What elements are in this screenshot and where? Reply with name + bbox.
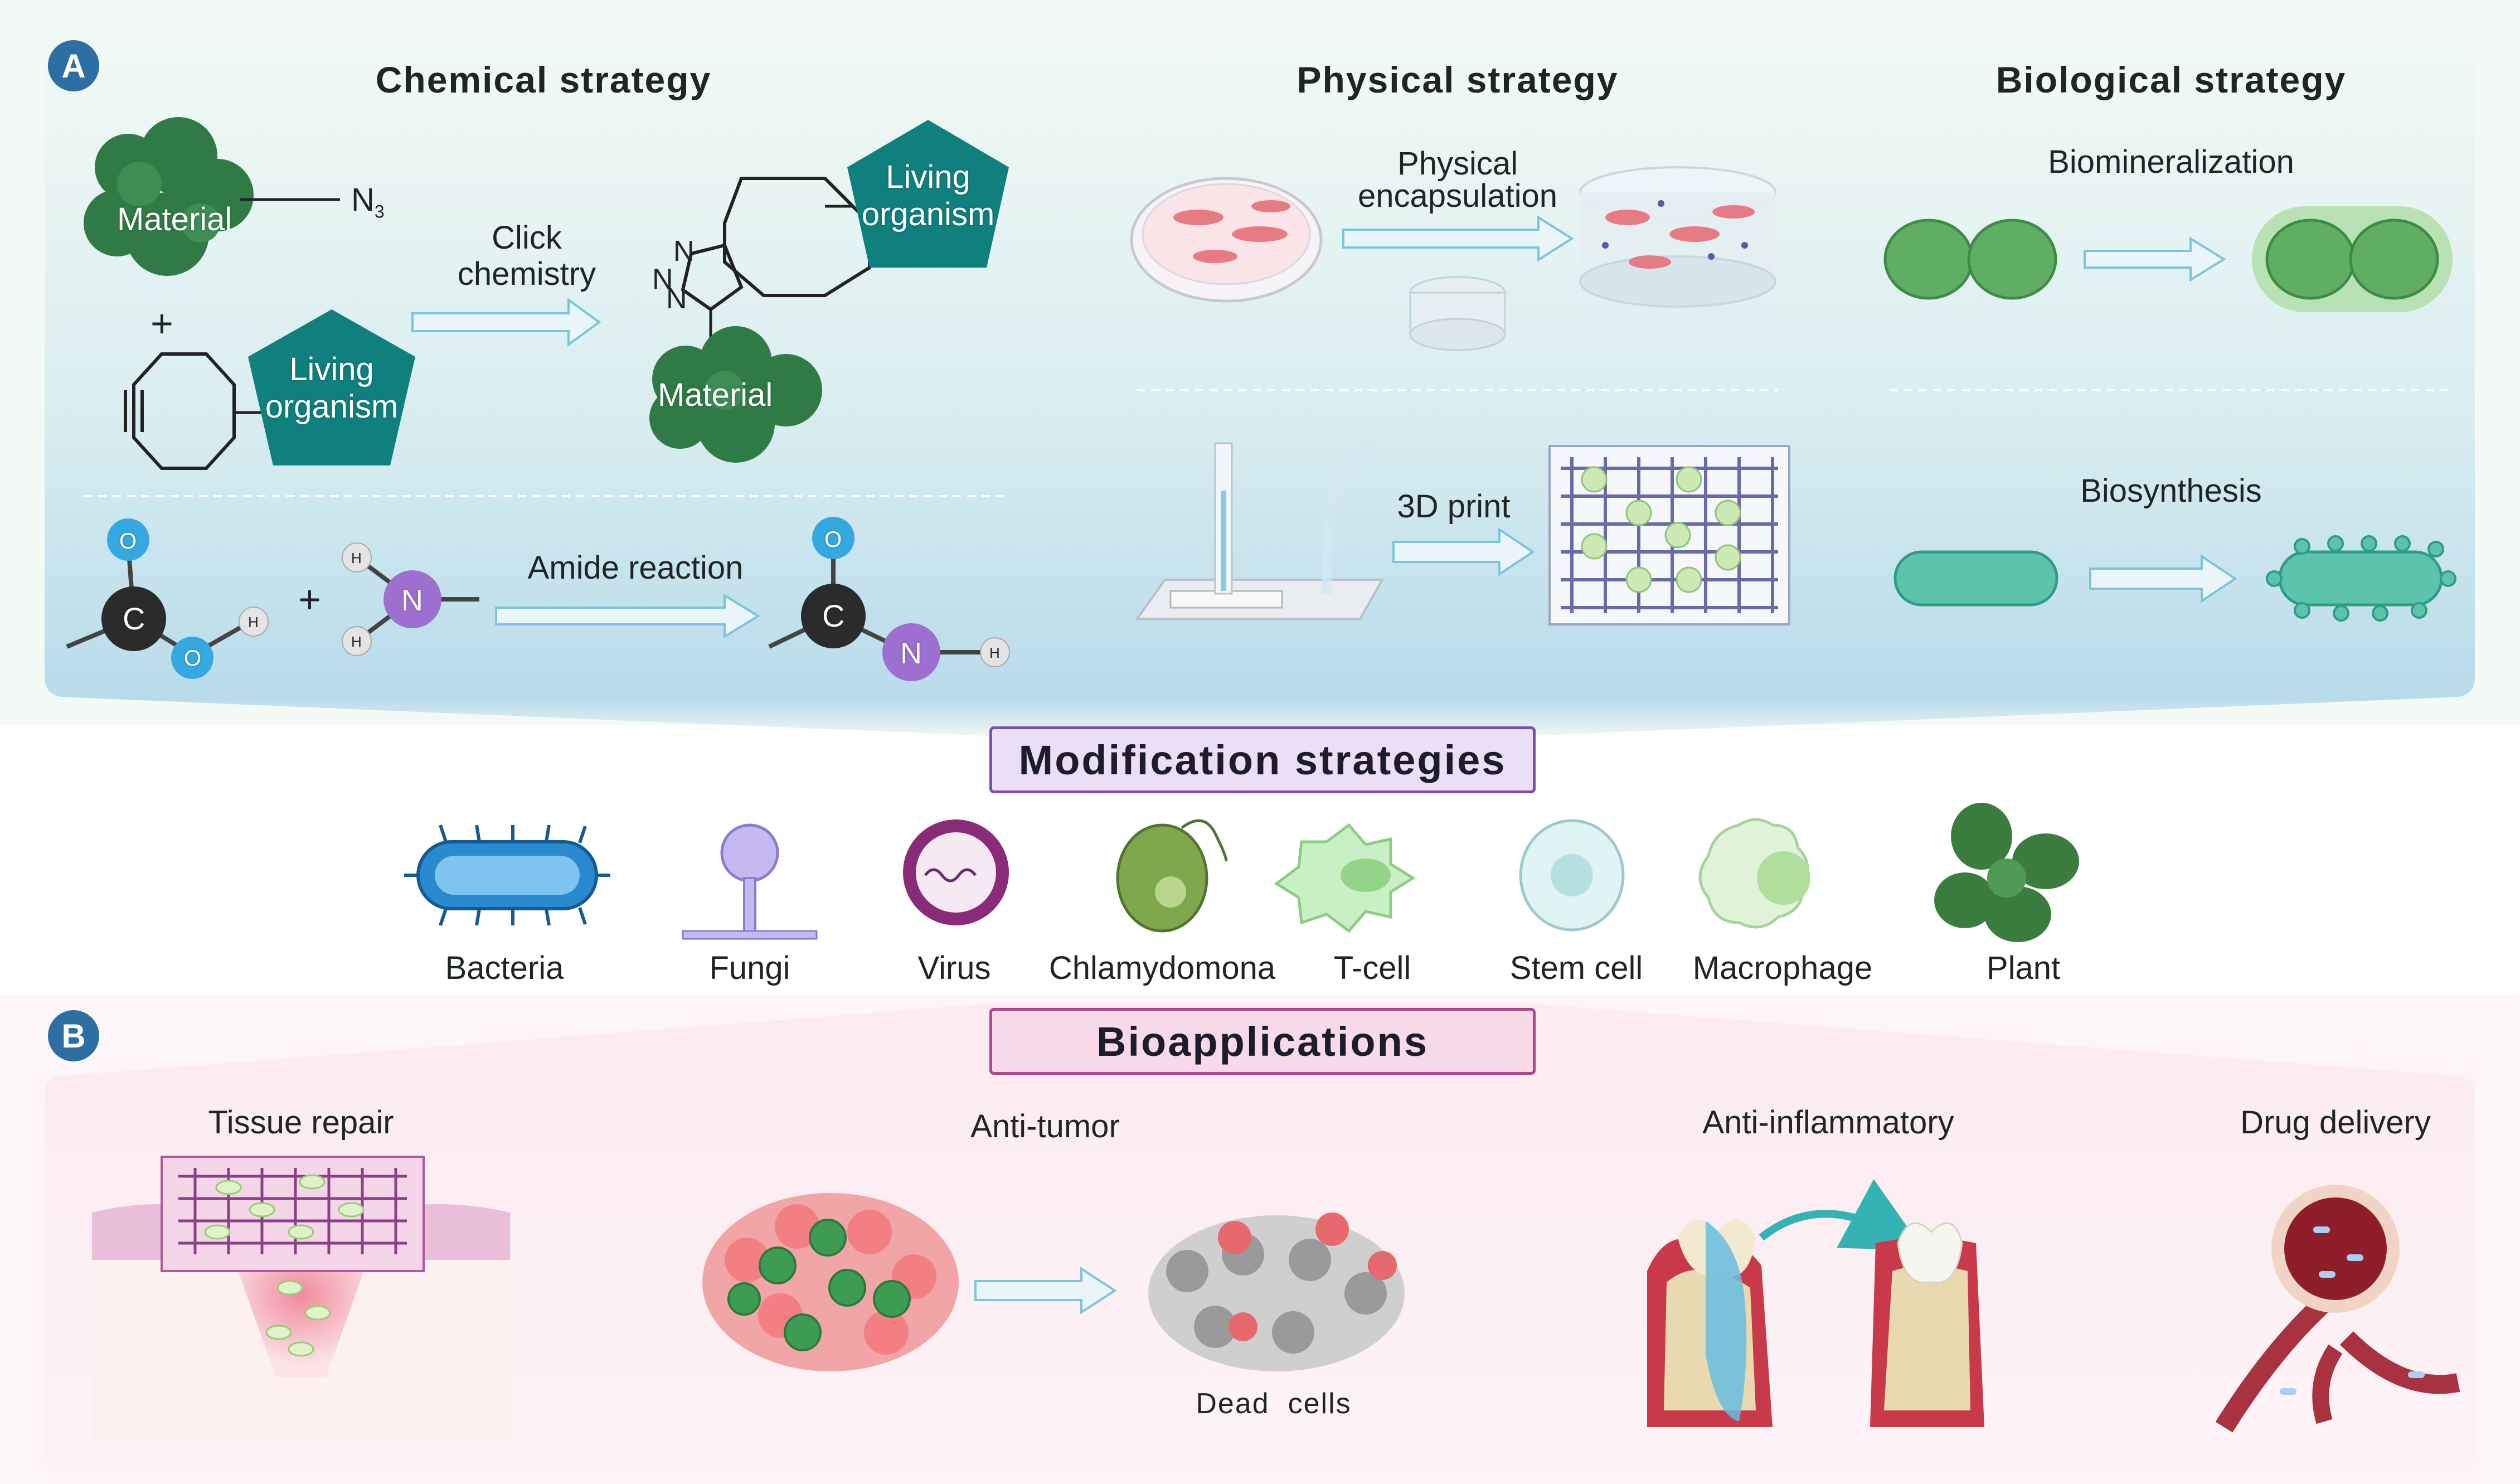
oxygen-atom-label: O xyxy=(119,529,137,554)
tumor-arrow-icon xyxy=(974,1267,1117,1315)
material-label: Material xyxy=(117,201,232,237)
chlamydomona-icon xyxy=(1116,819,1228,933)
living-organism-label: Living organism xyxy=(861,159,995,232)
panel-b-badge: B xyxy=(48,1010,99,1061)
print-arrow-icon xyxy=(1392,527,1535,576)
physical-encapsulation-label: Physical encapsulation xyxy=(1358,146,1557,214)
panel-a-badge: A xyxy=(48,40,99,91)
biosynthesis-label: Biosynthesis xyxy=(2080,473,2262,509)
hydrogen-atom-label: H xyxy=(351,550,362,566)
physical-strategy-heading: Physical strategy xyxy=(1297,59,1619,100)
encapsulated-cells-gel-icon xyxy=(1579,166,1776,308)
stem-cell-icon xyxy=(1519,819,1625,932)
healing-arrow-icon xyxy=(1759,1179,1924,1251)
plant-icon xyxy=(1934,803,2079,942)
tumor-cluster-icon xyxy=(702,1193,959,1371)
amide-reaction-label: Amide reaction xyxy=(527,550,744,586)
hydrogen-atom-icon xyxy=(342,626,372,656)
triazole-n-label: N xyxy=(652,263,673,295)
hydrogen-atom-icon xyxy=(239,607,269,637)
material-label: Material xyxy=(658,377,773,413)
oxygen-atom-icon xyxy=(812,517,854,559)
hydrogen-atom-icon xyxy=(342,542,372,573)
inflamed-tooth-icon xyxy=(1647,1219,1773,1427)
nitrogen-atom-label: N xyxy=(900,637,922,670)
living-organism-pentagon-icon xyxy=(248,309,415,465)
biological-strategy-heading: Biological strategy xyxy=(1995,59,2347,100)
hydrogen-atom-label: H xyxy=(351,633,362,650)
tissue-repair-illustration xyxy=(92,1156,510,1441)
triazole-n-label: N xyxy=(666,283,687,315)
organism-label-fungi: Fungi xyxy=(709,950,790,986)
nitrogen-atom-icon xyxy=(383,570,441,628)
macrophage-icon xyxy=(1698,818,1810,929)
click-arrow-icon xyxy=(411,298,601,347)
modification-strategies-title: Modification strategies xyxy=(989,726,1536,793)
virus-icon xyxy=(903,819,1009,925)
bacteria-pair-icon xyxy=(1883,219,2057,300)
mineralized-bacteria-icon xyxy=(2252,206,2453,312)
carbon-atom-icon xyxy=(801,584,866,648)
anti-tumor-label: Anti-tumor xyxy=(970,1108,1120,1144)
3d-print-label: 3D print xyxy=(1397,488,1511,525)
nitrogen-atom-label: N xyxy=(401,584,423,617)
anti-inflammatory-label: Anti-inflammatory xyxy=(1702,1104,1954,1141)
organism-label-bacteria: Bacteria xyxy=(445,950,564,986)
tissue-repair-label: Tissue repair xyxy=(208,1104,394,1141)
hydrogen-atom-label: H xyxy=(248,614,259,631)
rod-bacterium-icon xyxy=(1893,550,2058,607)
carbon-atom-icon xyxy=(101,586,166,651)
biomineralization-label: Biomineralization xyxy=(2048,144,2294,180)
cyclooctyne-icon xyxy=(132,352,236,470)
3d-printer-icon xyxy=(1135,441,1385,620)
encapsulation-arrow-icon xyxy=(1342,215,1574,262)
t-cell-icon xyxy=(1274,823,1416,933)
fungi-icon xyxy=(682,823,818,940)
triazole-n-label: N xyxy=(673,235,695,268)
material-blob-icon xyxy=(649,326,822,463)
chemical-strategy-heading: Chemical strategy xyxy=(375,59,712,100)
drug-delivery-label: Drug delivery xyxy=(2240,1104,2431,1141)
organism-label-chlamydomona: Chlamydomona xyxy=(1048,950,1276,986)
petri-dish-icon xyxy=(1130,177,1323,303)
printed-scaffold-icon xyxy=(1548,445,1790,625)
hydrogen-atom-label: H xyxy=(989,644,1000,661)
bacteria-icon xyxy=(404,825,610,926)
organism-label-t-cell: T-cell xyxy=(1333,950,1411,986)
triazole-product-icon xyxy=(681,177,871,340)
hydrogel-block-icon xyxy=(1409,276,1506,351)
engineered-bacterium-icon xyxy=(2266,535,2456,622)
oxygen-atom-label: O xyxy=(184,646,202,671)
biomineralization-arrow-icon xyxy=(2084,236,2226,282)
azide-label: N3 xyxy=(351,182,385,222)
nitrogen-atom-icon xyxy=(882,623,940,681)
hydrogen-atom-icon xyxy=(980,637,1010,667)
oxygen-atom-label: O xyxy=(824,527,842,552)
bioapplications-title: Bioapplications xyxy=(989,1008,1536,1075)
carbon-atom-label: C xyxy=(123,601,145,636)
dead-cells-label: Dead cells xyxy=(1196,1388,1352,1420)
biosynthesis-arrow-icon xyxy=(2089,554,2237,603)
panel-a-background xyxy=(45,22,2475,736)
organism-label-virus: Virus xyxy=(917,950,991,986)
material-blob-icon xyxy=(84,117,254,276)
organism-label-plant: Plant xyxy=(1986,950,2061,986)
drug-delivery-vessel-icon xyxy=(2215,1185,2460,1433)
healthy-tooth-icon xyxy=(1870,1222,1984,1427)
carbon-atom-label: C xyxy=(822,598,845,633)
organism-label-macrophage: Macrophage xyxy=(1692,950,1873,986)
oxygen-atom-icon xyxy=(171,637,213,679)
dead-cells-icon xyxy=(1148,1213,1405,1371)
amide-arrow-icon xyxy=(495,593,760,639)
click-chemistry-label: Click chemistry xyxy=(457,220,596,292)
plus-sign: + xyxy=(150,302,173,345)
living-organism-pentagon-icon xyxy=(847,120,1009,268)
organism-label-stem-cell: Stem cell xyxy=(1509,950,1643,986)
living-organism-label: Living organism xyxy=(265,351,399,425)
oxygen-atom-icon xyxy=(107,518,149,561)
plus-sign: + xyxy=(298,578,321,621)
